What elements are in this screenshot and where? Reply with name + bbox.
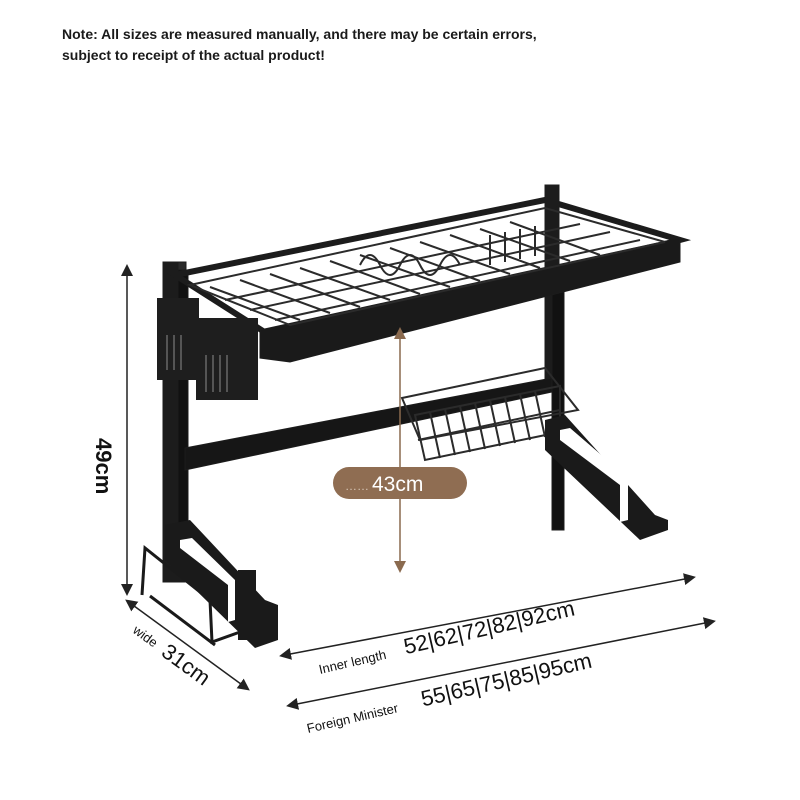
width-caption: wide — [129, 622, 160, 650]
right-base — [545, 415, 668, 540]
disclaimer-line-1: Note: All sizes are measured manually, a… — [62, 26, 537, 42]
outer-length-dimension-line — [286, 617, 716, 710]
outer-length-caption: Foreign Minister — [305, 700, 400, 736]
clearance-badge: …… 43cm — [333, 467, 467, 499]
clearance-label: 43cm — [372, 473, 423, 496]
utensil-holder — [157, 298, 258, 400]
left-base — [165, 520, 278, 648]
height-label: 49cm — [91, 438, 116, 494]
top-dish-basket — [186, 206, 666, 327]
inner-length-caption: Inner length — [317, 647, 387, 677]
width-label: 31cm — [157, 639, 215, 691]
outer-length-values: 55|65|75|85|95cm — [418, 648, 594, 712]
disclaimer-line-2: subject to receipt of the actual product… — [62, 47, 325, 63]
disclaimer-note: Note: All sizes are measured manually, a… — [62, 24, 622, 66]
clearance-prefix: …… — [345, 479, 369, 493]
width-dimension-line — [125, 599, 250, 691]
